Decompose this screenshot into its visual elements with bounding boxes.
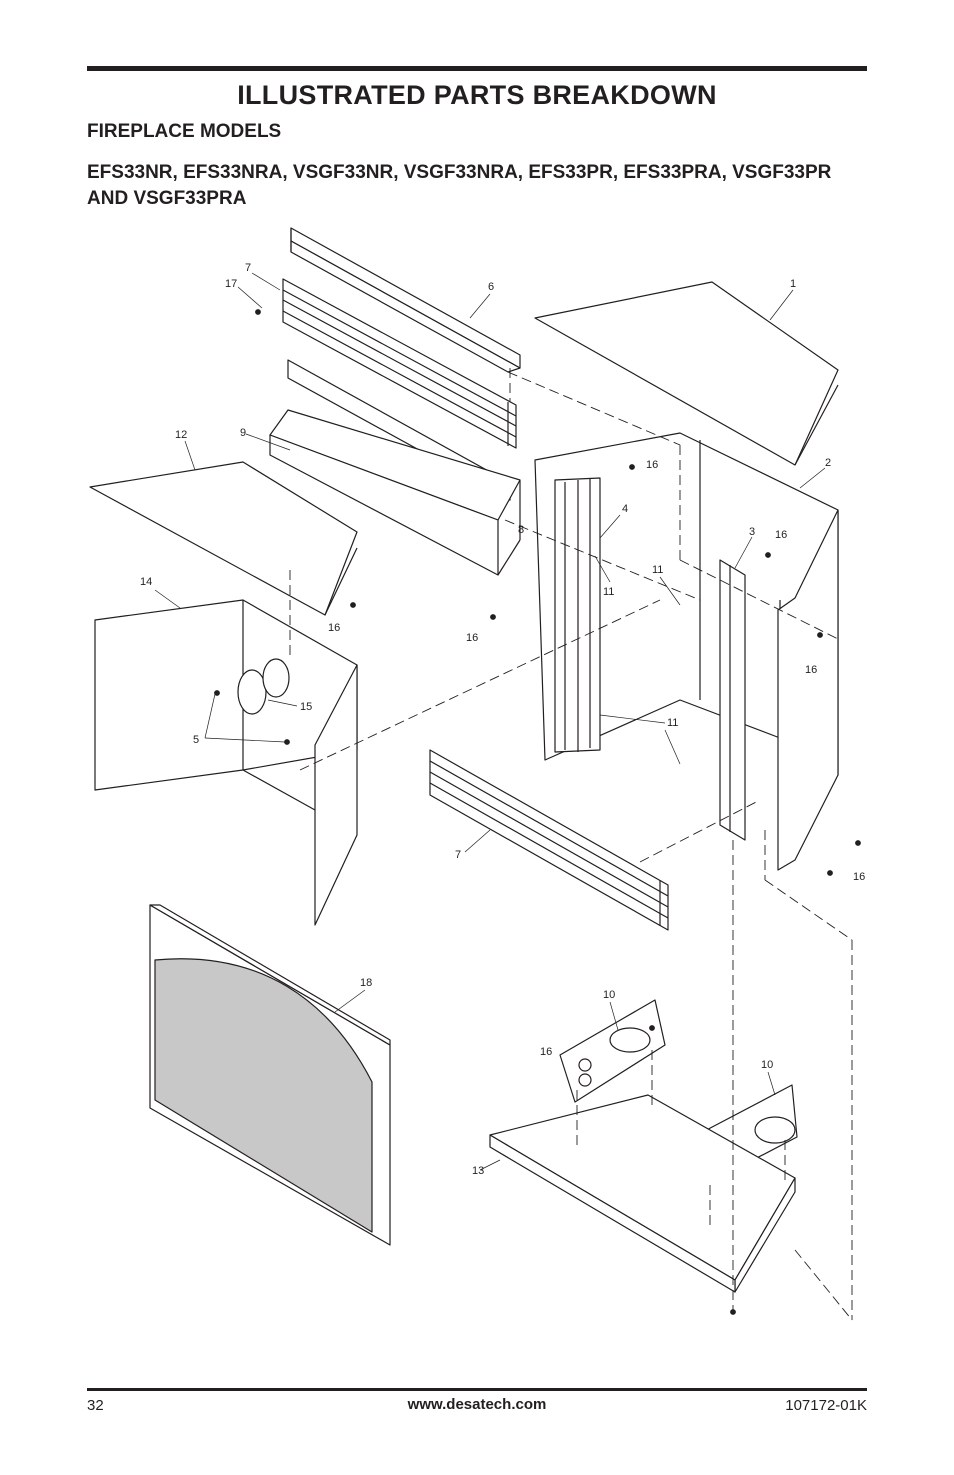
part-6-top-trim xyxy=(290,227,521,373)
bottom-rule xyxy=(87,1388,867,1391)
callout-9: 9 xyxy=(240,427,246,439)
part-18-glass-frame xyxy=(149,904,391,1246)
callout-10: 10 xyxy=(761,1059,773,1071)
part-12-left-top-panel xyxy=(89,461,358,616)
part-2-right-side xyxy=(777,509,839,871)
section-subtitle: FIREPLACE MODELS xyxy=(87,121,282,142)
leader-lines xyxy=(154,272,826,1171)
part-3-right-channel xyxy=(719,559,746,841)
callout-16: 16 xyxy=(540,1046,552,1058)
callout-17: 17 xyxy=(225,278,237,290)
callout-15: 15 xyxy=(300,701,312,713)
callout-7: 7 xyxy=(245,262,251,274)
website-link[interactable]: www.desatech.com xyxy=(407,1396,547,1413)
part-1-top-panel xyxy=(534,281,839,466)
page-number: 32 xyxy=(87,1397,104,1414)
callout-5: 5 xyxy=(193,734,199,746)
callout-12: 12 xyxy=(175,429,187,441)
callout-10: 10 xyxy=(603,989,615,1001)
callout-labels: 7 17 6 1 12 9 16 2 4 8 3 16 11 14 11 16 … xyxy=(140,262,865,1177)
callout-2: 2 xyxy=(825,457,831,469)
part-7-lower-louver xyxy=(429,749,669,931)
document-number: 107172-01K xyxy=(785,1397,867,1414)
callout-3: 3 xyxy=(749,526,755,538)
part-9-baffle xyxy=(269,359,521,576)
callout-6: 6 xyxy=(488,281,494,293)
part-15-disc xyxy=(237,658,290,715)
part-4-left-channel xyxy=(554,477,601,753)
top-rule xyxy=(87,66,867,71)
callout-14: 14 xyxy=(140,576,152,588)
callout-16: 16 xyxy=(466,632,478,644)
callout-16: 16 xyxy=(328,622,340,634)
callout-16: 16 xyxy=(805,664,817,676)
callout-16: 16 xyxy=(646,459,658,471)
part-10-bracket-left xyxy=(559,999,666,1103)
screws xyxy=(214,309,861,1315)
page-title: ILLUSTRATED PARTS BREAKDOWN xyxy=(237,80,717,110)
callout-8: 8 xyxy=(518,524,524,536)
model-list: EFS33NR, EFS33NRA, VSGF33NR, VSGF33NRA, … xyxy=(87,162,832,209)
part-13-base xyxy=(489,1094,796,1293)
callout-16: 16 xyxy=(775,529,787,541)
part-7-upper-louver xyxy=(282,278,517,449)
assembly-guide-lines xyxy=(289,368,853,1321)
callout-13: 13 xyxy=(472,1165,484,1177)
callout-11: 11 xyxy=(603,586,614,598)
callout-1: 1 xyxy=(790,278,796,290)
callout-18: 18 xyxy=(360,977,372,989)
callout-7: 7 xyxy=(455,849,461,861)
callout-11: 11 xyxy=(652,564,663,576)
callout-4: 4 xyxy=(622,503,628,515)
callout-11: 11 xyxy=(667,717,678,729)
part-14-left-wall xyxy=(94,599,358,926)
callout-16: 16 xyxy=(853,871,865,883)
parts-diagram: 7 17 6 1 12 9 16 2 4 8 3 16 11 14 11 16 … xyxy=(89,227,865,1321)
